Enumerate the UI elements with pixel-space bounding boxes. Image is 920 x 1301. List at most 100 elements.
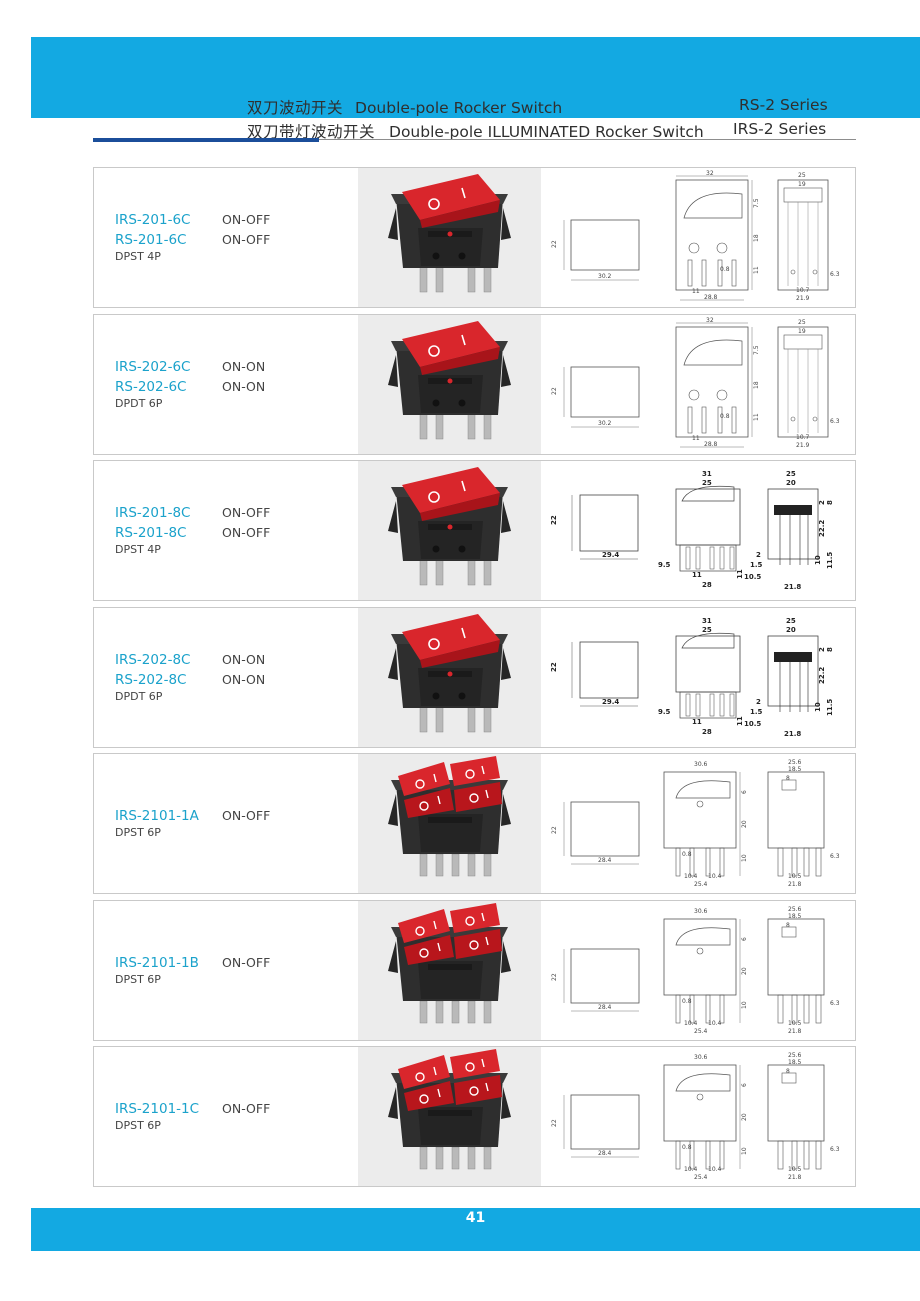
svg-text:8: 8 (826, 647, 834, 652)
svg-text:20: 20 (786, 626, 796, 634)
svg-text:10.7: 10.7 (796, 434, 810, 441)
switch-mode: ON-ON (222, 672, 266, 687)
svg-text:0.8: 0.8 (682, 998, 692, 1005)
svg-text:10: 10 (814, 555, 822, 565)
switch-mode: ON-ON (222, 359, 266, 374)
svg-text:0.8: 0.8 (682, 1144, 692, 1151)
svg-text:10: 10 (741, 854, 748, 862)
svg-text:21.9: 21.9 (796, 442, 810, 449)
svg-text:32: 32 (706, 317, 714, 324)
svg-text:21.8: 21.8 (788, 1174, 802, 1181)
svg-text:8: 8 (826, 500, 834, 505)
svg-text:31: 31 (702, 617, 712, 625)
pole-config: DPST 6P (115, 826, 161, 839)
svg-text:10: 10 (741, 1001, 748, 1009)
svg-text:18.5: 18.5 (788, 913, 802, 920)
model-number: RS-201-8C (115, 525, 187, 541)
svg-text:22: 22 (550, 515, 558, 525)
svg-text:28.4: 28.4 (598, 857, 612, 864)
svg-text:1.5: 1.5 (750, 561, 763, 569)
svg-text:0.8: 0.8 (682, 851, 692, 858)
svg-text:18: 18 (753, 381, 760, 389)
svg-text:25.4: 25.4 (694, 1174, 708, 1181)
svg-text:6.3: 6.3 (830, 1000, 840, 1007)
pole-config: DPST 6P (115, 973, 161, 986)
svg-text:22: 22 (551, 973, 558, 981)
svg-text:11: 11 (736, 569, 744, 579)
svg-text:25: 25 (702, 626, 712, 634)
svg-text:0.8: 0.8 (720, 266, 730, 273)
twin-rocker-switch-photo (358, 901, 541, 1040)
svg-text:29.4: 29.4 (602, 698, 619, 706)
svg-text:8: 8 (786, 922, 790, 929)
svg-text:19: 19 (798, 328, 806, 335)
svg-text:10: 10 (741, 1147, 748, 1155)
header-line-2-chinese: 双刀带灯波动开关 (247, 123, 376, 141)
twin-rocker-switch-photo (358, 1047, 541, 1186)
svg-text:11: 11 (753, 413, 760, 421)
svg-text:25: 25 (786, 617, 796, 625)
pole-config: DPDT 6P (115, 397, 163, 410)
svg-text:10: 10 (814, 702, 822, 712)
twin-rocker-switch-photo (358, 754, 541, 893)
svg-text:28.8: 28.8 (704, 441, 718, 448)
svg-text:22: 22 (551, 1119, 558, 1127)
svg-text:30.6: 30.6 (694, 761, 708, 768)
svg-text:18.5: 18.5 (788, 1059, 802, 1066)
svg-text:8: 8 (786, 1068, 790, 1075)
svg-text:11: 11 (692, 435, 700, 442)
svg-text:10.5: 10.5 (788, 1166, 802, 1173)
double-pole-rocker-switch-photo (358, 608, 541, 747)
switch-mode: ON-OFF (222, 1101, 271, 1116)
svg-text:11: 11 (692, 288, 700, 295)
switch-mode: ON-OFF (222, 505, 271, 520)
svg-text:20: 20 (786, 479, 796, 487)
svg-text:28.8: 28.8 (704, 294, 718, 301)
svg-text:11: 11 (692, 571, 702, 579)
svg-text:10.7: 10.7 (796, 287, 810, 294)
svg-text:2: 2 (756, 698, 761, 706)
pole-config: DPDT 6P (115, 690, 163, 703)
cutout-width-label: 30.2 (598, 420, 612, 427)
svg-text:25.6: 25.6 (788, 906, 802, 913)
model-number: RS-201-6C (115, 232, 187, 248)
cutout-height-label: 22 (551, 387, 558, 395)
svg-text:31: 31 (702, 470, 712, 478)
model-number: IRS-201-8C (115, 505, 191, 521)
svg-text:25: 25 (798, 319, 806, 326)
svg-text:10.5: 10.5 (744, 573, 761, 581)
svg-text:28.4: 28.4 (598, 1150, 612, 1157)
svg-text:9.5: 9.5 (658, 708, 671, 716)
svg-text:6.3: 6.3 (830, 418, 840, 425)
svg-text:11: 11 (753, 266, 760, 274)
svg-text:11.5: 11.5 (826, 699, 834, 716)
header-line-2-series: IRS-2 Series (733, 120, 827, 138)
svg-text:30.6: 30.6 (694, 908, 708, 915)
svg-text:10.5: 10.5 (788, 1020, 802, 1027)
svg-text:8: 8 (786, 775, 790, 782)
svg-text:29.4: 29.4 (602, 551, 619, 559)
header-line-1-series: RS-2 Series (739, 96, 828, 114)
svg-text:10.4: 10.4 (708, 1020, 722, 1027)
svg-text:9.5: 9.5 (658, 561, 671, 569)
svg-text:6.3: 6.3 (830, 853, 840, 860)
svg-text:25.6: 25.6 (788, 1052, 802, 1059)
svg-text:6: 6 (741, 790, 748, 794)
svg-text:28.4: 28.4 (598, 1004, 612, 1011)
pole-config: DPST 4P (115, 250, 161, 263)
svg-text:2: 2 (818, 647, 826, 652)
svg-text:7.5: 7.5 (753, 198, 760, 208)
svg-text:2: 2 (818, 500, 826, 505)
svg-text:6.3: 6.3 (830, 271, 840, 278)
model-number: IRS-2101-1C (115, 1101, 200, 1117)
switch-mode: ON-OFF (222, 955, 271, 970)
svg-text:22.2: 22.2 (818, 520, 826, 537)
svg-text:21.9: 21.9 (796, 295, 810, 302)
svg-text:0.8: 0.8 (720, 413, 730, 420)
